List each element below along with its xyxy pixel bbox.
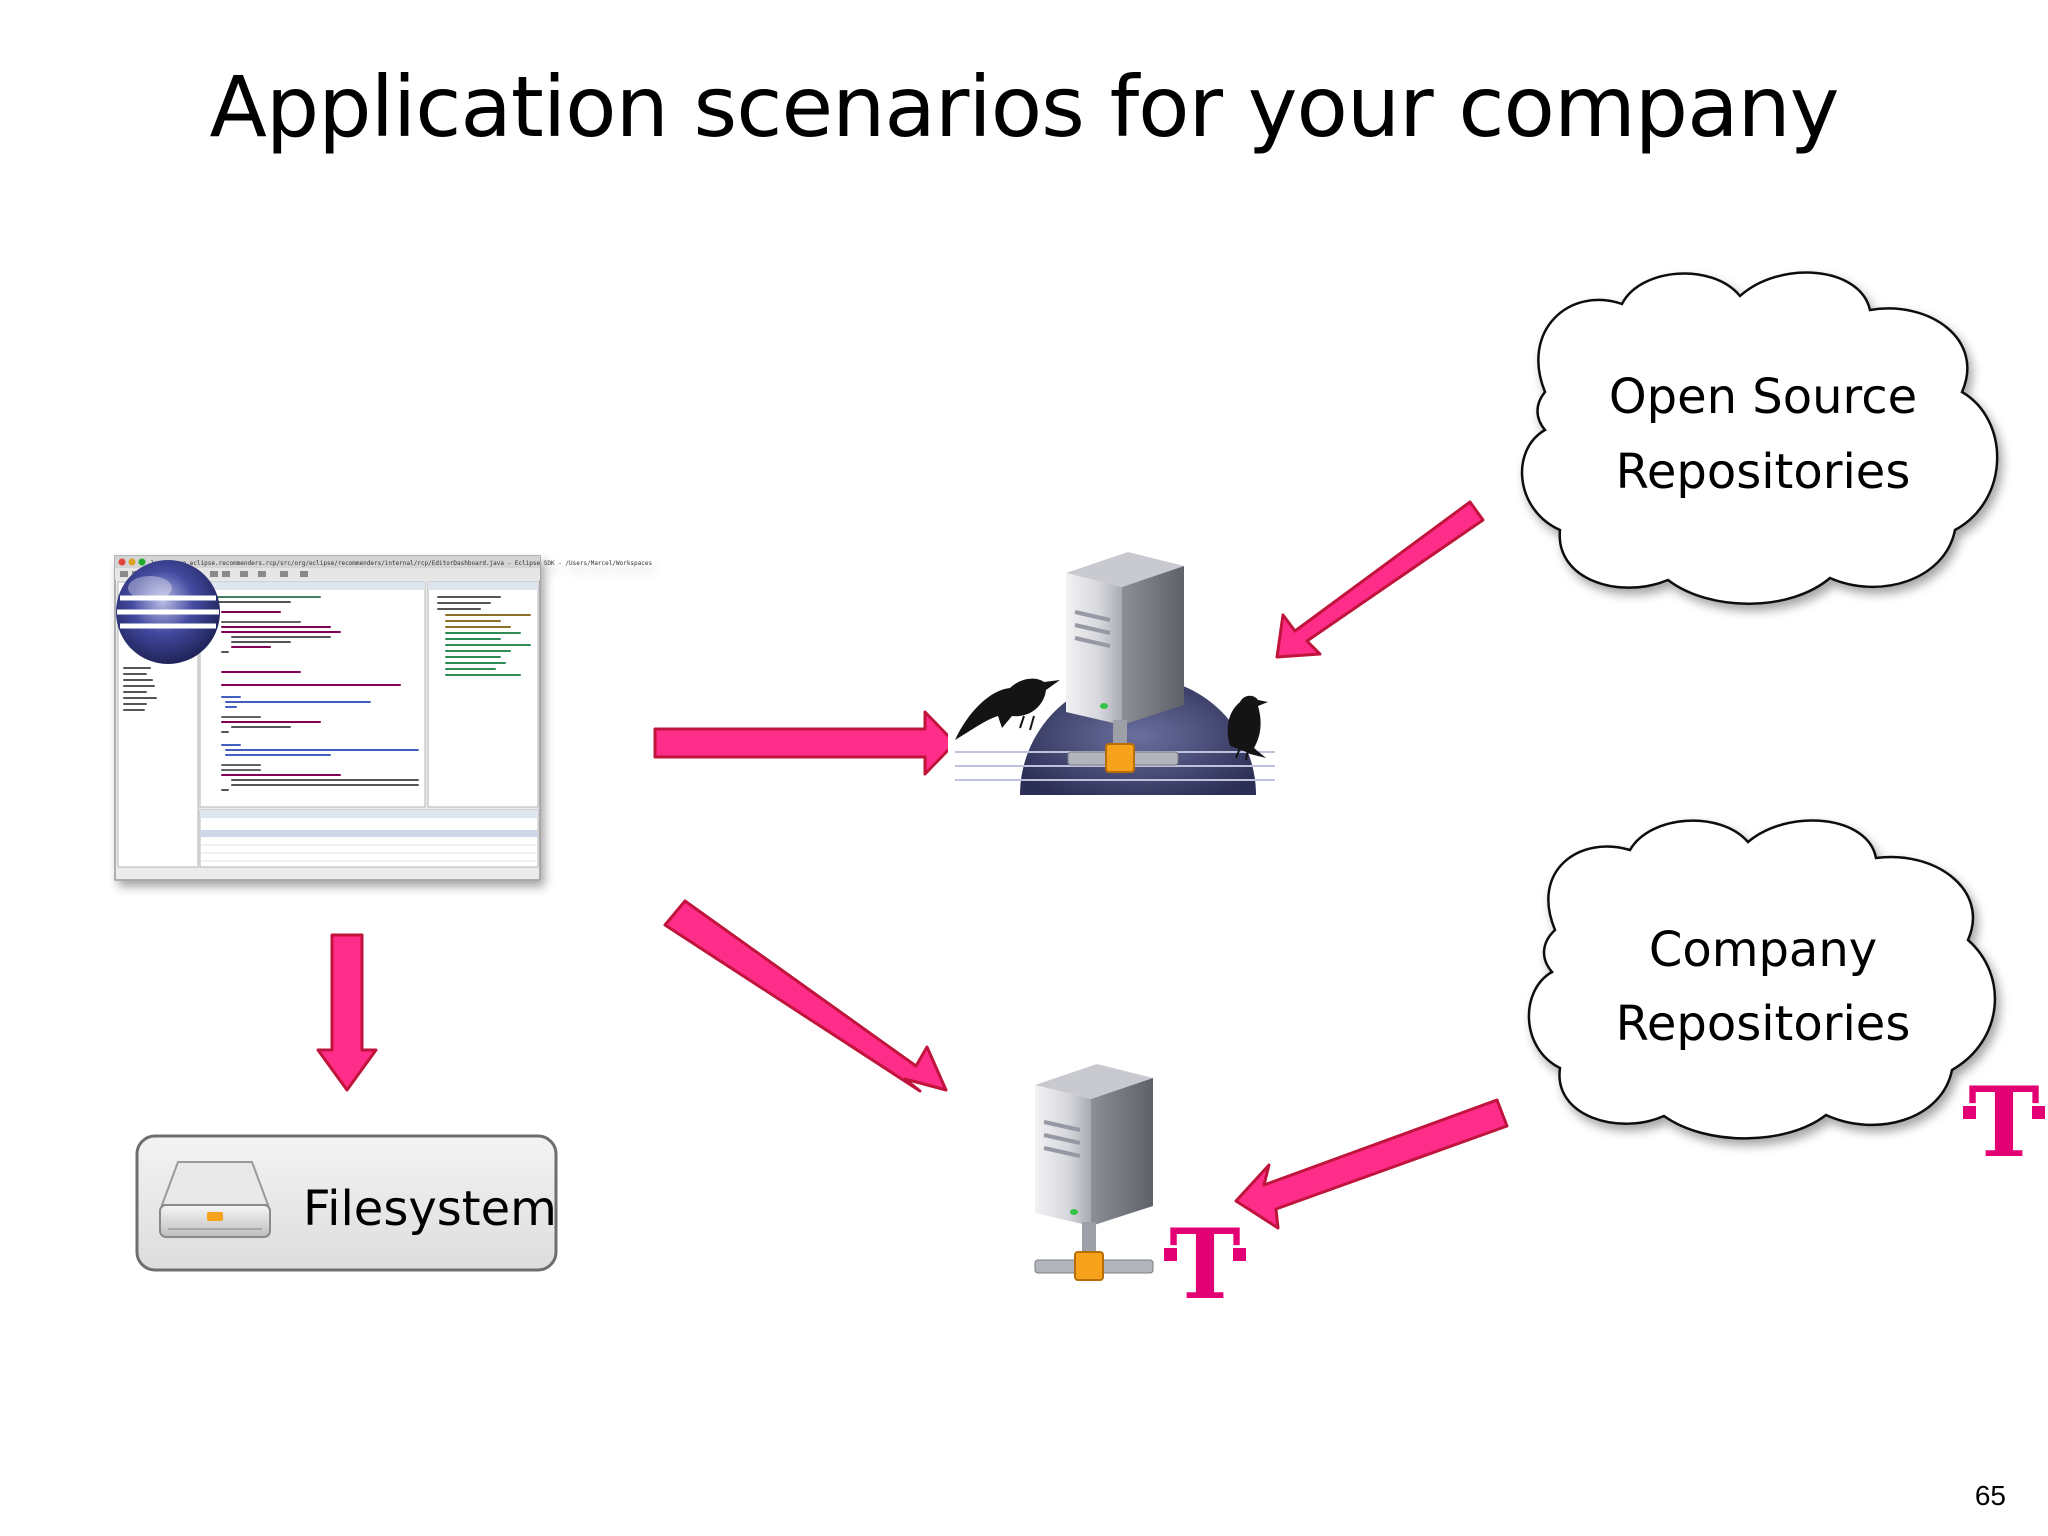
server-icon: [1066, 552, 1184, 773]
arrow-open-source-cloud-to-server: [1275, 500, 1485, 659]
crow-icon: [1227, 695, 1268, 761]
hard-drive-icon: [159, 1161, 271, 1238]
filesystem-box: Filesystem: [135, 1134, 558, 1272]
arrow-company-cloud-to-server: [1234, 1098, 1509, 1230]
crow-icon: [955, 678, 1060, 740]
company-cloud-line1: Company: [1649, 922, 1877, 978]
company-cloud-line2: Repositories: [1616, 996, 1911, 1052]
server-icon: [1034, 1064, 1154, 1281]
open-source-cloud: Open Source Repositories: [1520, 271, 1999, 605]
telekom-logo-icon: T: [1164, 1208, 1246, 1321]
filesystem-label: Filesystem: [303, 1181, 557, 1237]
company-cloud: Company Repositories: [1527, 819, 1997, 1140]
arrow-ide-to-company-server: [663, 899, 948, 1093]
svg-text:T: T: [1169, 1208, 1240, 1321]
cloud-icon: [1520, 271, 1999, 605]
slide-title: Application scenarios for your company: [209, 58, 1839, 156]
svg-text:T: T: [1968, 1066, 2039, 1179]
page-number: 65: [1974, 1480, 2006, 1511]
open-source-cloud-line1: Open Source: [1609, 369, 1917, 425]
ide-title-bar: Java - org.eclipse.recommenders.rcp/src/…: [150, 560, 652, 567]
open-source-server-group: [948, 552, 1275, 795]
cloud-icon: [1527, 819, 1997, 1140]
telekom-logo-icon: T: [1963, 1066, 2045, 1179]
arrow-ide-to-open-source-server: [653, 710, 957, 776]
arrow-ide-to-filesystem: [316, 933, 378, 1092]
company-server-group: T: [1034, 1064, 1246, 1321]
open-source-cloud-line2: Repositories: [1616, 444, 1911, 500]
eclipse-ide-icon: [116, 560, 220, 664]
